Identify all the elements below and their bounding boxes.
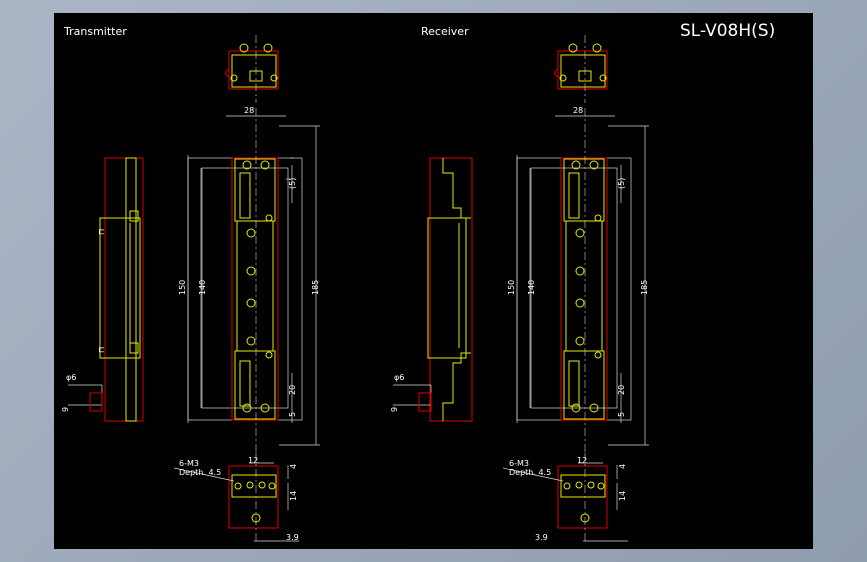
- tx-dim-14: 14: [289, 491, 298, 501]
- receiver-views: [393, 35, 649, 543]
- rx-dim-4: 4: [618, 464, 627, 469]
- rx-dim-140: 140: [527, 280, 536, 295]
- rx-dim-14: 14: [618, 491, 627, 501]
- rx-depth: Depth. 4.5: [509, 468, 551, 477]
- tx-dim-5: 5: [288, 412, 297, 417]
- receiver-top-view: [554, 35, 608, 103]
- cad-drawing-viewport[interactable]: Transmitter Receiver SL-V08H(S) ⊓ ⊓: [54, 13, 813, 549]
- model-title: SL-V08H(S): [680, 21, 775, 41]
- transmitter-views: ⊓ ⊓ φ6 9: [61, 35, 320, 543]
- transmitter-front-view: [187, 108, 320, 453]
- transmitter-bottom-view: [173, 453, 299, 543]
- cad-drawing-canvas: Transmitter Receiver SL-V08H(S) ⊓ ⊓: [61, 21, 775, 543]
- rx-dim-3-9: 3.9: [535, 533, 548, 542]
- receiver-title: Receiver: [421, 25, 469, 38]
- rx-dim-5-paren: (5): [617, 178, 626, 189]
- tx-hole-dia: φ6: [66, 373, 76, 382]
- transmitter-title: Transmitter: [63, 25, 127, 38]
- rx-dim-20: 20: [617, 385, 626, 395]
- tx-dim-9: 9: [61, 407, 70, 412]
- rx-dim-9: 9: [390, 407, 399, 412]
- rx-hole-dia: φ6: [394, 373, 404, 382]
- transmitter-side-view: ⊓ ⊓: [68, 157, 144, 422]
- rx-dim-28: 28: [573, 106, 583, 115]
- tx-dim-20: 20: [288, 385, 297, 395]
- tx-dim-5-paren: (5): [288, 178, 297, 189]
- tx-dim-4: 4: [289, 464, 298, 469]
- rx-dim-185: 185: [640, 280, 649, 295]
- rx-dim-150: 150: [507, 280, 516, 295]
- tx-dim-140: 140: [198, 280, 207, 295]
- receiver-front-view: [516, 108, 649, 453]
- tx-depth: Depth. 4.5: [179, 468, 221, 477]
- tx-dim-12: 12: [248, 456, 258, 465]
- receiver-bottom-view: [502, 453, 628, 543]
- tx-dim-28: 28: [244, 106, 254, 115]
- tx-dim-3-9: 3.9: [286, 533, 299, 542]
- rx-thread: 6-M3: [509, 459, 529, 468]
- rx-dim-12: 12: [577, 456, 587, 465]
- receiver-side-view: [393, 157, 473, 422]
- tx-dim-150: 150: [178, 280, 187, 295]
- tx-dim-185: 185: [311, 280, 320, 295]
- tx-thread: 6-M3: [179, 459, 199, 468]
- svg-text:⊓: ⊓: [97, 229, 106, 235]
- svg-text:⊓: ⊓: [97, 347, 106, 353]
- rx-dim-5: 5: [617, 412, 626, 417]
- transmitter-top-view: [225, 35, 279, 103]
